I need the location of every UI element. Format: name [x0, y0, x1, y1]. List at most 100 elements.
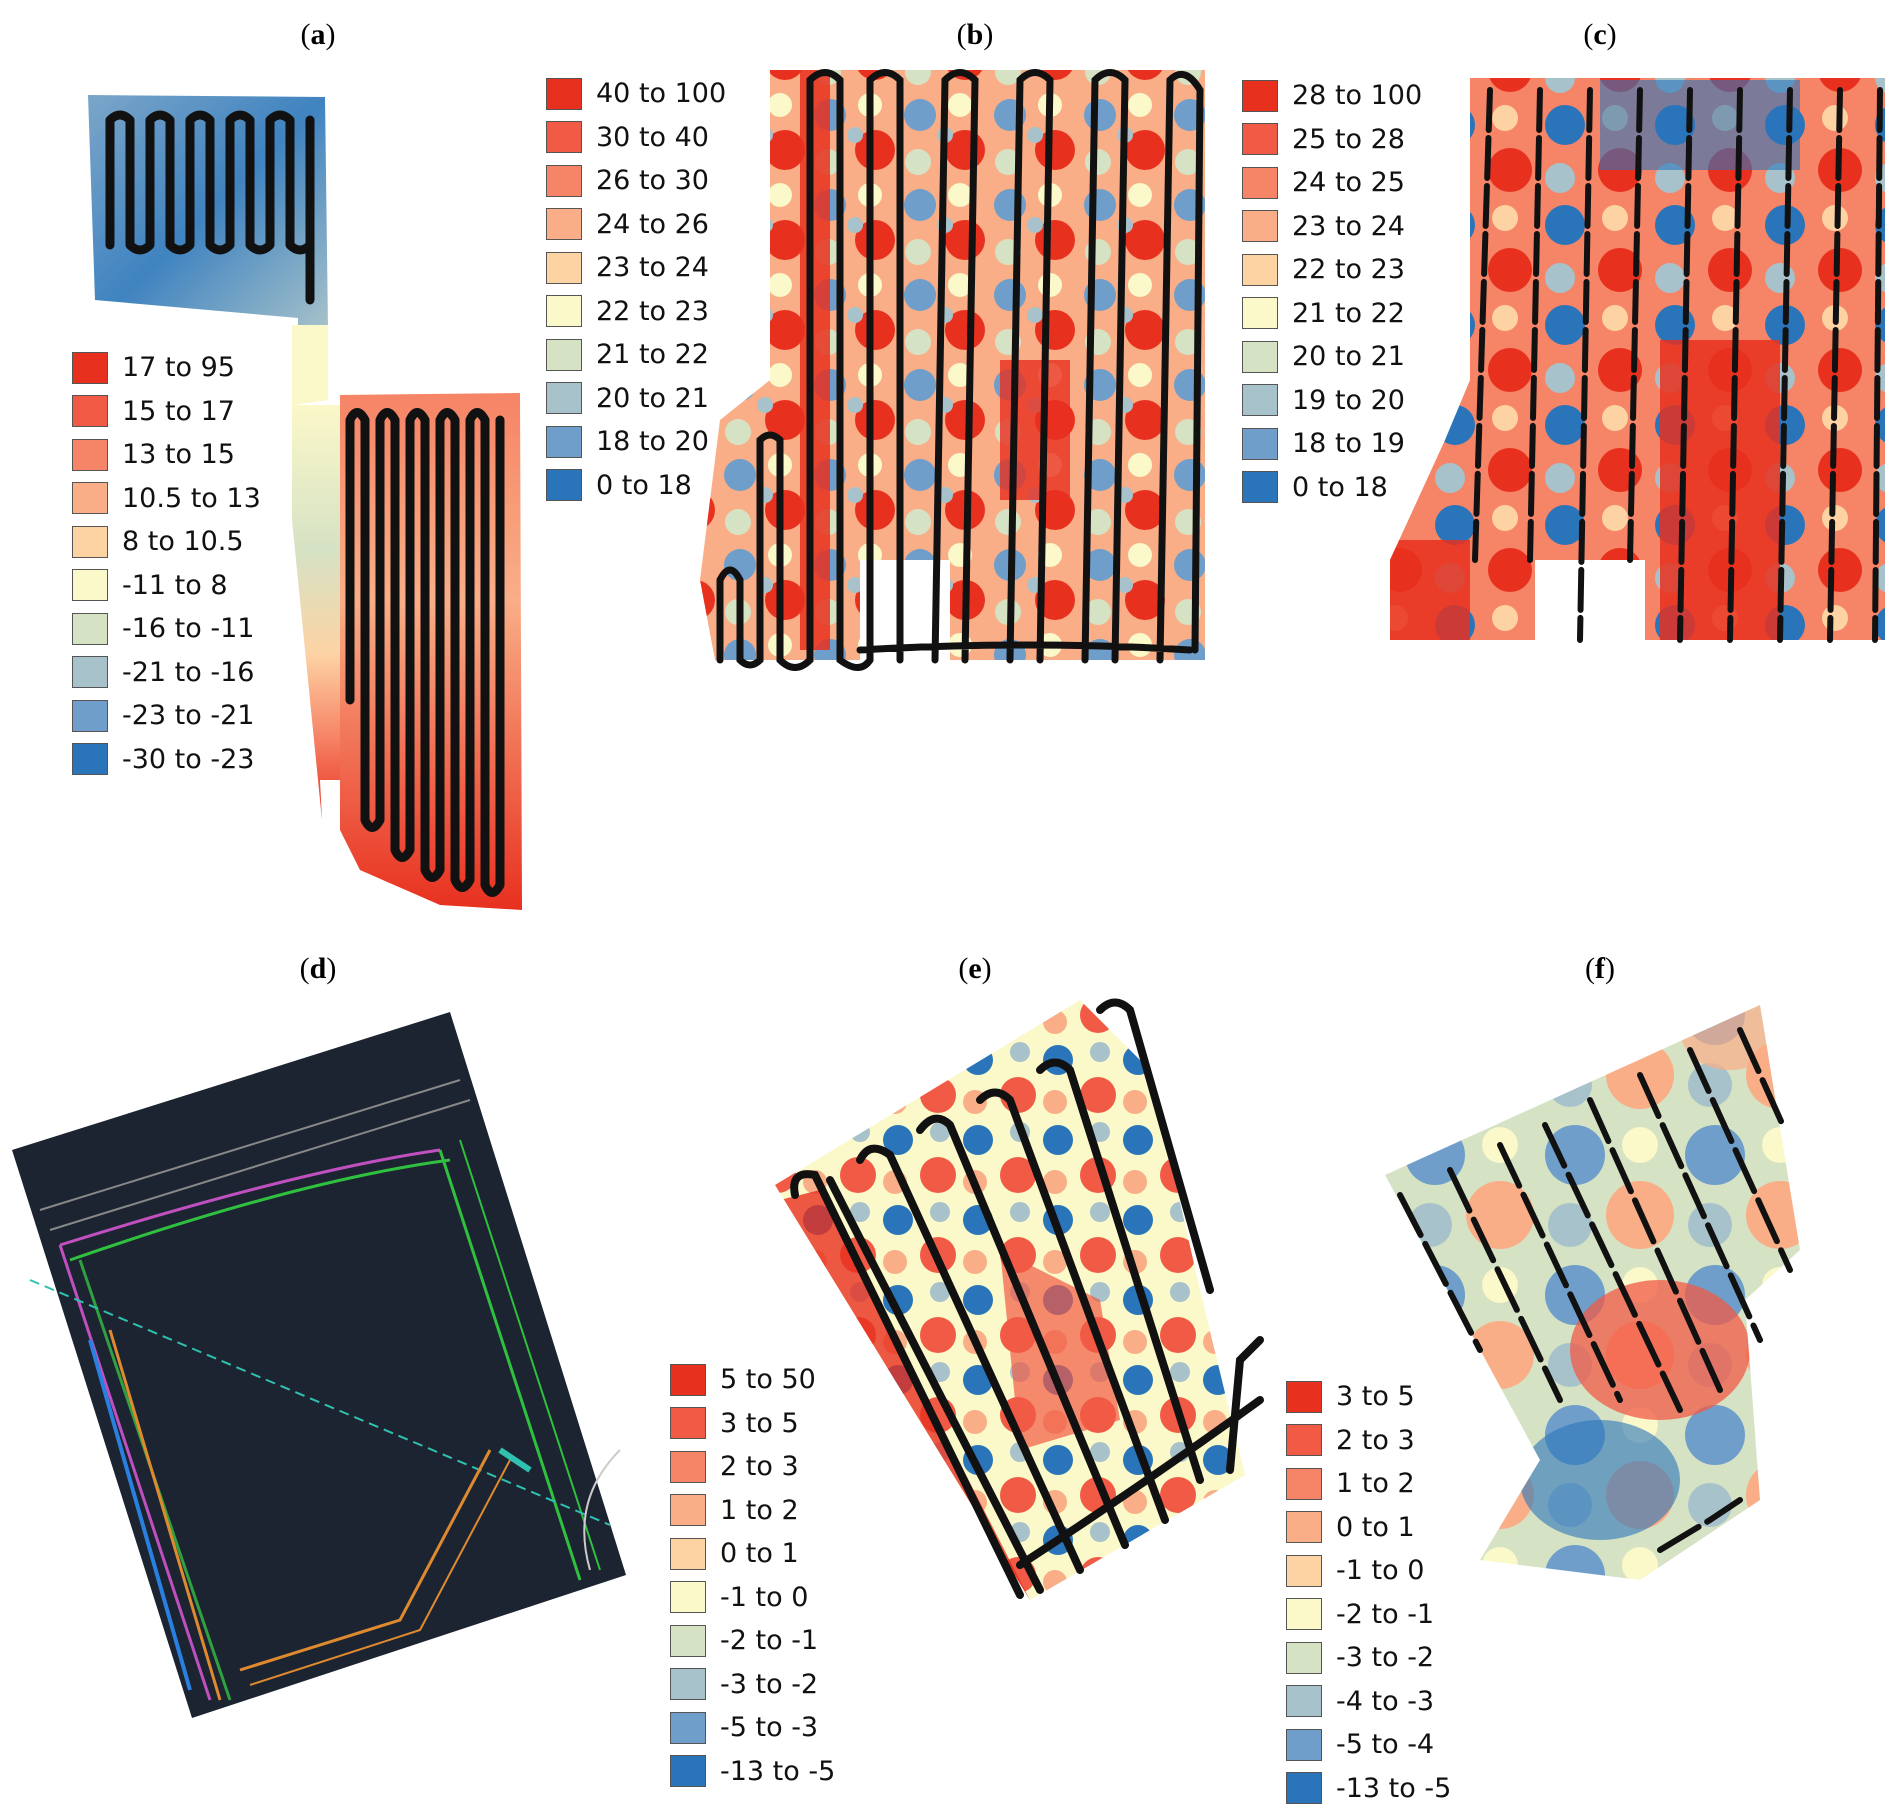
legend-swatch: [1242, 297, 1278, 329]
legend-label: 20 to 21: [1292, 341, 1405, 372]
legend-item: -5 to -4: [1286, 1723, 1451, 1767]
legend-label: 5 to 50: [720, 1364, 816, 1395]
legend-item: 30 to 40: [546, 116, 726, 160]
legend-label: 13 to 15: [122, 439, 235, 470]
legend-item: -3 to -2: [1286, 1636, 1451, 1680]
legend-label: -21 to -16: [122, 657, 254, 688]
legend-label: -3 to -2: [1336, 1642, 1434, 1673]
legend-swatch: [546, 121, 582, 153]
legend-label: 40 to 100: [596, 78, 726, 109]
legend-label: 23 to 24: [1292, 211, 1405, 242]
legend-label: 1 to 2: [720, 1495, 799, 1526]
legend-item: 0 to 1: [1286, 1506, 1451, 1550]
legend-label: -30 to -23: [122, 744, 254, 775]
legend-swatch: [670, 1755, 706, 1787]
legend-label: 0 to 18: [1292, 472, 1388, 503]
legend-swatch: [1242, 167, 1278, 199]
legend-swatch: [546, 469, 582, 501]
legend-label: 17 to 95: [122, 352, 235, 383]
legend-swatch: [1242, 80, 1278, 112]
legend-item: -1 to 0: [670, 1576, 835, 1620]
legend-item: 18 to 19: [1242, 422, 1422, 466]
legend-label: 0 to 1: [1336, 1512, 1415, 1543]
legend-swatch: [1286, 1729, 1322, 1761]
legend-item: 8 to 10.5: [72, 520, 261, 564]
legend-swatch: [1286, 1598, 1322, 1630]
legend-label: -1 to 0: [1336, 1555, 1424, 1586]
legend-f: 3 to 5 2 to 3 1 to 2 0 to 1 -1 to 0 -2 t…: [1286, 1375, 1451, 1810]
legend-label: 18 to 20: [596, 426, 709, 457]
legend-e: 5 to 50 3 to 5 2 to 3 1 to 2 0 to 1 -1 t…: [670, 1358, 835, 1793]
legend-label: -5 to -4: [1336, 1729, 1434, 1760]
legend-item: 2 to 3: [1286, 1419, 1451, 1463]
legend-item: 0 to 1: [670, 1532, 835, 1576]
legend-b: 40 to 100 30 to 40 26 to 30 24 to 26 23 …: [546, 72, 726, 507]
legend-item: 24 to 26: [546, 203, 726, 247]
legend-swatch: [72, 526, 108, 558]
legend-label: 8 to 10.5: [122, 526, 244, 557]
legend-item: 10.5 to 13: [72, 477, 261, 521]
legend-swatch: [670, 1581, 706, 1613]
legend-swatch: [670, 1494, 706, 1526]
legend-swatch: [1242, 123, 1278, 155]
legend-item: 25 to 28: [1242, 118, 1422, 162]
legend-swatch: [546, 208, 582, 240]
legend-swatch: [1286, 1685, 1322, 1717]
legend-swatch: [1242, 254, 1278, 286]
legend-swatch: [1286, 1555, 1322, 1587]
legend-label: 2 to 3: [720, 1451, 799, 1482]
legend-swatch: [670, 1668, 706, 1700]
legend-item: 3 to 5: [670, 1402, 835, 1446]
legend-item: 20 to 21: [1242, 335, 1422, 379]
legend-item: -13 to -5: [1286, 1767, 1451, 1810]
legend-label: -4 to -3: [1336, 1686, 1434, 1717]
legend-item: 1 to 2: [670, 1489, 835, 1533]
legend-label: -5 to -3: [720, 1712, 818, 1743]
legend-swatch: [670, 1364, 706, 1396]
legend-label: 15 to 17: [122, 396, 235, 427]
legend-item: 22 to 23: [546, 290, 726, 334]
legend-label: 23 to 24: [596, 252, 709, 283]
legend-label: -1 to 0: [720, 1582, 808, 1613]
legend-swatch: [546, 165, 582, 197]
legend-item: -30 to -23: [72, 738, 261, 782]
legend-item: 1 to 2: [1286, 1462, 1451, 1506]
legend-swatch: [1242, 471, 1278, 503]
legend-swatch: [1242, 384, 1278, 416]
legend-item: -1 to 0: [1286, 1549, 1451, 1593]
legend-label: 24 to 25: [1292, 167, 1405, 198]
legend-label: -16 to -11: [122, 613, 254, 644]
legend-swatch: [72, 656, 108, 688]
legend-item: 2 to 3: [670, 1445, 835, 1489]
legend-item: 26 to 30: [546, 159, 726, 203]
legend-swatch: [1242, 341, 1278, 373]
legend-item: -4 to -3: [1286, 1680, 1451, 1724]
legend-item: -13 to -5: [670, 1750, 835, 1794]
legend-label: -23 to -21: [122, 700, 254, 731]
legend-label: 2 to 3: [1336, 1425, 1415, 1456]
legend-swatch: [72, 439, 108, 471]
legend-item: 0 to 18: [1242, 466, 1422, 510]
legend-label: 30 to 40: [596, 122, 709, 153]
legend-item: 40 to 100: [546, 72, 726, 116]
legend-swatch: [546, 295, 582, 327]
legend-item: -21 to -16: [72, 651, 261, 695]
legend-item: 15 to 17: [72, 390, 261, 434]
legend-swatch: [546, 339, 582, 371]
legend-item: 23 to 24: [1242, 205, 1422, 249]
legend-swatch: [670, 1625, 706, 1657]
legend-label: 10.5 to 13: [122, 483, 261, 514]
legend-item: 13 to 15: [72, 433, 261, 477]
legend-label: -2 to -1: [1336, 1599, 1434, 1630]
legend-swatch: [670, 1712, 706, 1744]
legend-swatch: [670, 1538, 706, 1570]
legend-label: 25 to 28: [1292, 124, 1405, 155]
legend-label: -13 to -5: [1336, 1773, 1451, 1804]
legend-a: 17 to 95 15 to 17 13 to 15 10.5 to 13 8 …: [72, 346, 261, 781]
legend-item: 18 to 20: [546, 420, 726, 464]
legend-label: 3 to 5: [1336, 1381, 1415, 1412]
map-b: [690, 60, 1210, 670]
legend-label: 28 to 100: [1292, 80, 1422, 111]
legend-item: 21 to 22: [546, 333, 726, 377]
legend-label: -13 to -5: [720, 1756, 835, 1787]
